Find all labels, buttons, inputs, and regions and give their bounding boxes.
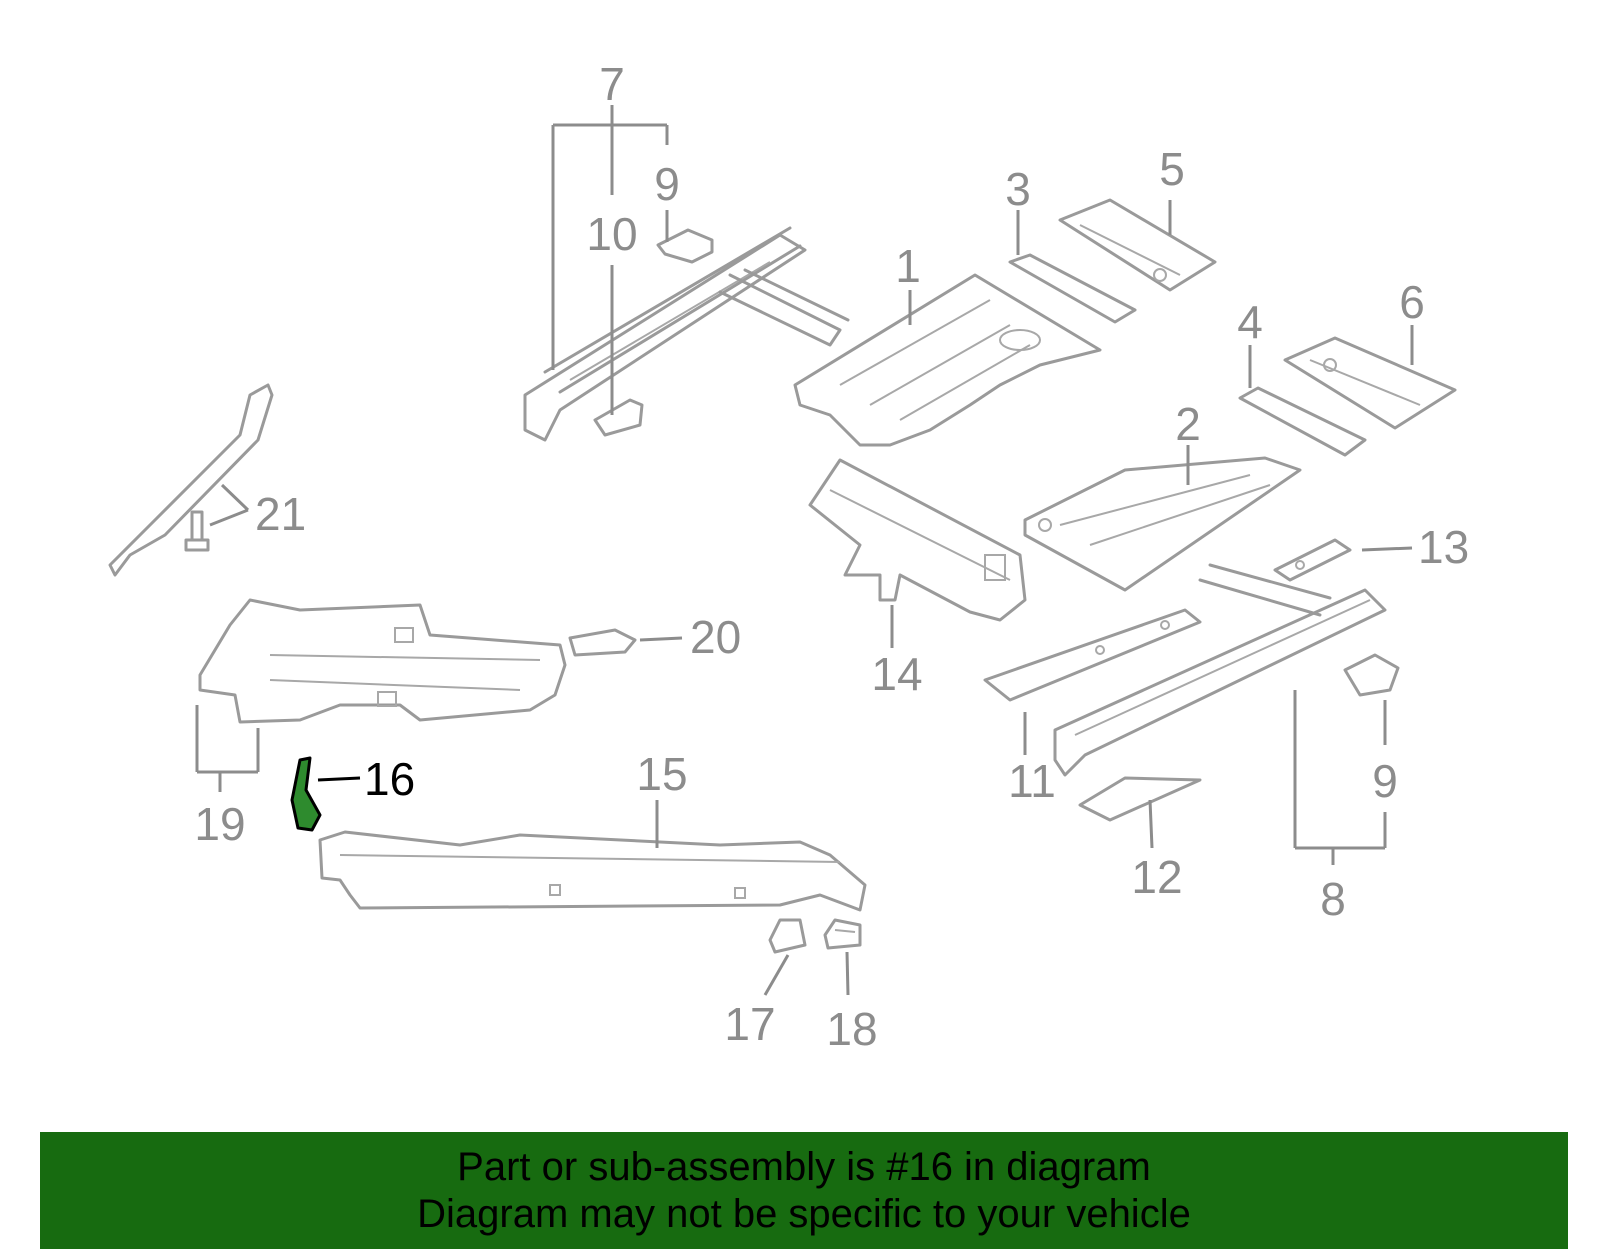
part-5-floor-panel <box>1058 198 1217 292</box>
part-14-tunnel <box>808 458 1027 622</box>
callout-20: 20 <box>690 611 741 663</box>
callout-6: 6 <box>1399 276 1425 328</box>
callout-9-lower: 9 <box>1372 755 1398 807</box>
callout-4: 4 <box>1237 296 1263 348</box>
banner-disclaimer-line: Diagram may not be specific to your vehi… <box>417 1192 1191 1236</box>
part-8-rocker-rail <box>1053 563 1387 777</box>
part-9-bracket-upper <box>656 228 714 264</box>
callout-2: 2 <box>1175 398 1201 450</box>
parts-diagram: 7 9 10 1 3 5 4 6 2 13 14 11 9 12 8 20 21… <box>108 58 1469 1055</box>
callout-15: 15 <box>636 748 687 800</box>
part-12-reinforcement <box>1078 776 1202 822</box>
callout-16-highlighted: 16 <box>364 753 415 805</box>
part-1-front-floor-pan <box>793 273 1102 447</box>
part-4-crossmember <box>1238 386 1367 457</box>
leader-lines <box>195 105 1414 996</box>
part-6-floor-panel <box>1283 336 1457 430</box>
callout-1: 1 <box>895 240 921 292</box>
callout-7: 7 <box>599 58 625 110</box>
callout-13: 13 <box>1418 521 1469 573</box>
info-banner: Part or sub-assembly is #16 in diagram D… <box>40 1132 1568 1249</box>
callout-19: 19 <box>194 798 245 850</box>
part-20-bracket <box>568 628 637 657</box>
part-7-front-rail <box>523 226 850 442</box>
callout-21: 21 <box>255 488 306 540</box>
part-11-side-rail <box>983 608 1202 702</box>
callout-5: 5 <box>1159 143 1185 195</box>
callout-14: 14 <box>871 648 922 700</box>
part-21-support-rod <box>108 383 274 577</box>
callout-labels: 7 9 10 1 3 5 4 6 2 13 14 11 9 12 8 20 21… <box>194 58 1469 1055</box>
part-19-shield <box>198 598 567 724</box>
callout-3: 3 <box>1005 163 1031 215</box>
part-2-rear-floor-pan <box>1023 456 1302 592</box>
part-18-clip <box>823 918 862 950</box>
callout-17: 17 <box>724 998 775 1050</box>
callout-12: 12 <box>1131 851 1182 903</box>
callout-9-upper: 9 <box>654 158 680 210</box>
callout-11: 11 <box>1008 755 1056 807</box>
part-9-bracket-lower <box>1343 653 1400 697</box>
part-3-crossmember <box>1008 253 1137 324</box>
callout-18: 18 <box>826 1003 877 1055</box>
part-16-highlighted-bracket <box>290 756 322 832</box>
callout-10: 10 <box>586 208 637 260</box>
part-10-bracket <box>593 398 644 437</box>
callout-8: 8 <box>1320 873 1346 925</box>
part-17-clip <box>768 918 807 954</box>
part-13-bracket <box>1273 538 1352 582</box>
part-15-side-skirt <box>318 830 867 912</box>
banner-part-line: Part or sub-assembly is #16 in diagram <box>457 1145 1151 1189</box>
